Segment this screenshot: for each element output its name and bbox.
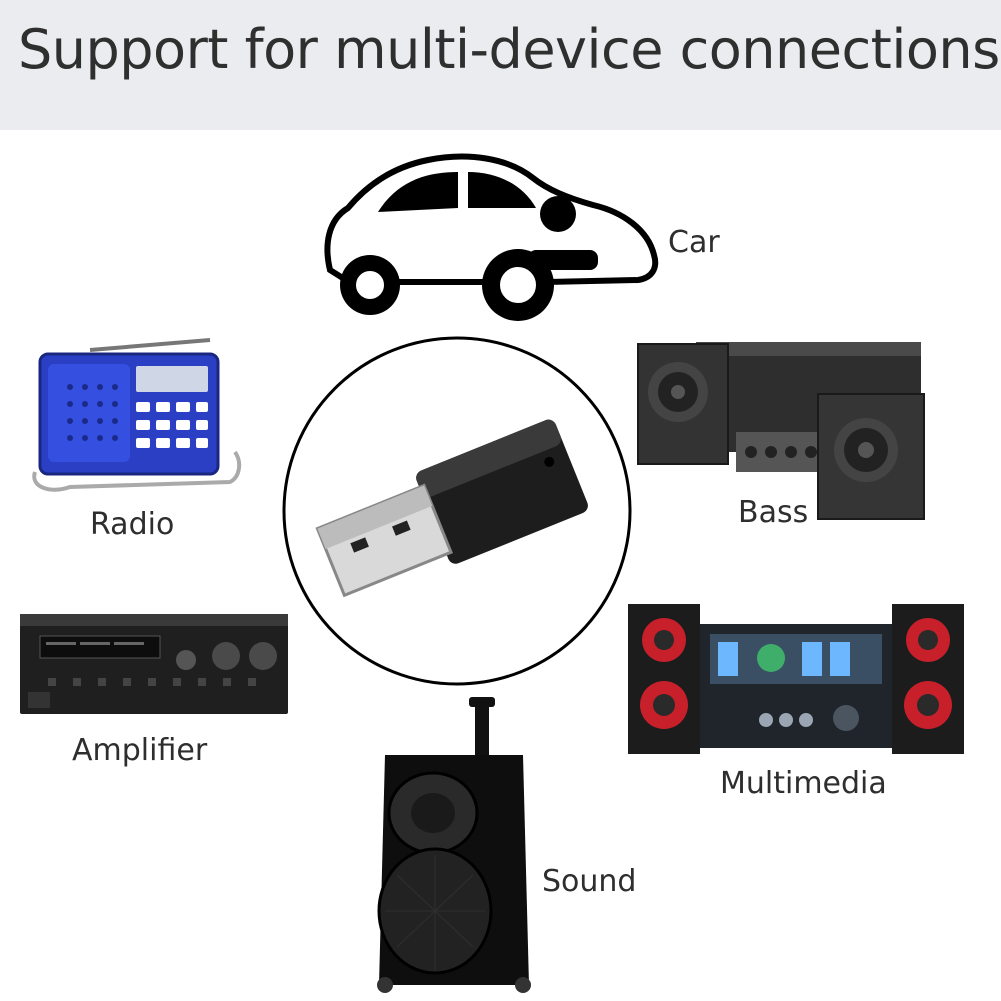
car-label: Car [668, 225, 720, 260]
amplifier-icon [18, 612, 290, 720]
header-banner: Support for multi-device connections [0, 0, 1001, 130]
page-title: Support for multi-device connections [18, 18, 1000, 81]
radio-icon [30, 332, 245, 497]
multimedia-system-icon [626, 600, 966, 758]
trolley-speaker-icon [375, 695, 535, 995]
bass-speakers-icon [636, 332, 928, 522]
usb-bluetooth-dongle-icon [281, 335, 633, 687]
bass-label: Bass [738, 495, 809, 530]
car-icon [318, 150, 663, 330]
sound-label: Sound [542, 864, 637, 899]
multimedia-label: Multimedia [720, 766, 887, 801]
amplifier-label: Amplifier [72, 733, 208, 768]
radio-label: Radio [90, 507, 175, 542]
